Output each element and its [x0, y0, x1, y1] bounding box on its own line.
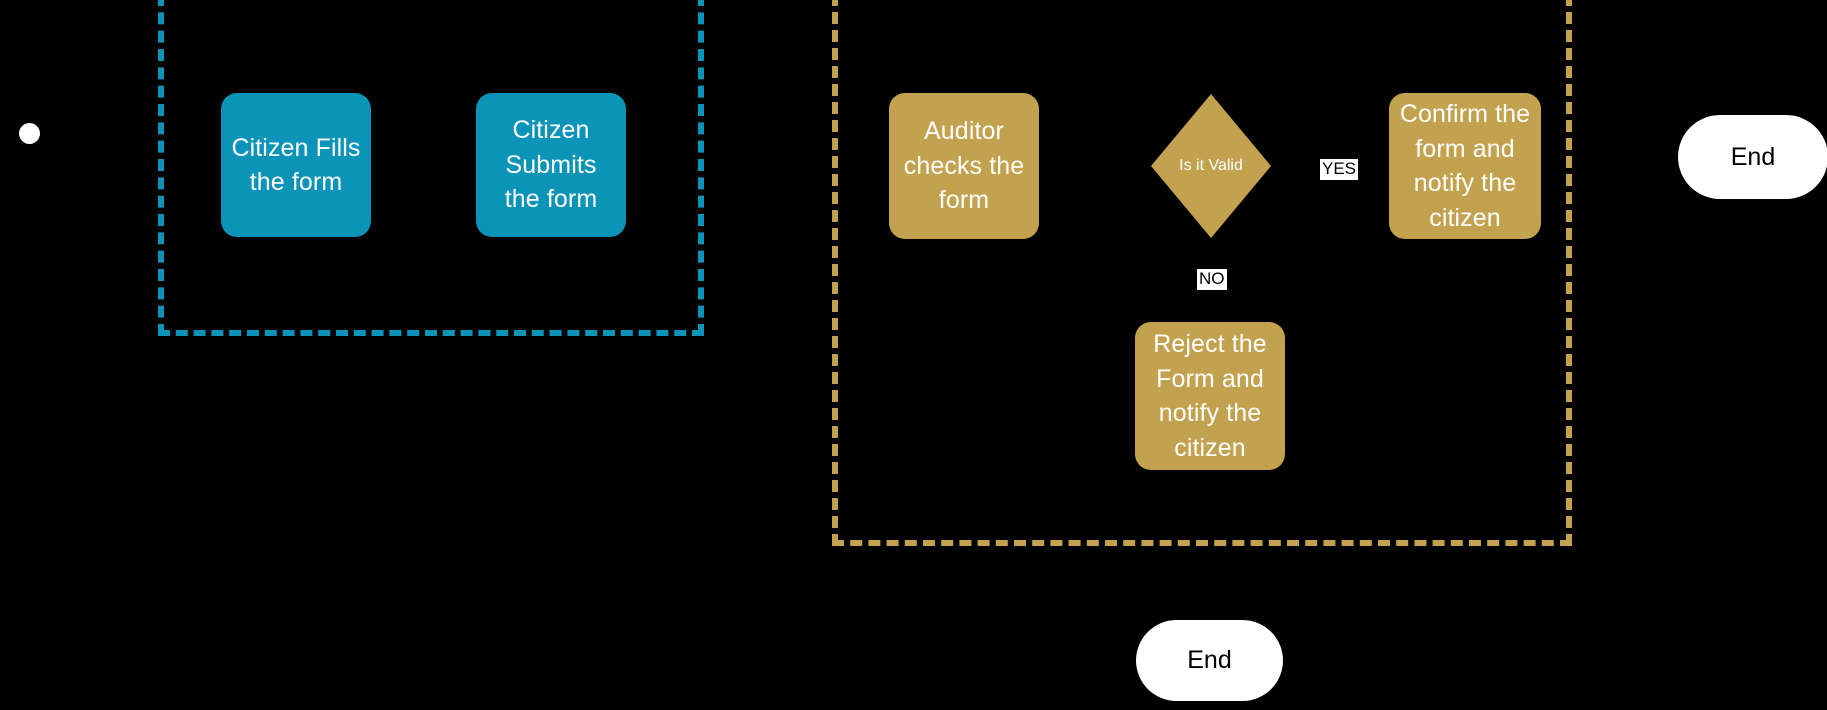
edge-label-no: NO [1197, 269, 1227, 290]
auditor-lane-container [832, 0, 1572, 546]
decision-is-it-valid[interactable]: Is it Valid [1151, 94, 1271, 238]
node-citizen-fills-the-form[interactable]: Citizen Fills the form [221, 93, 371, 237]
citizen-lane-container [158, 0, 704, 336]
node-auditor-checks-the-form[interactable]: Auditor checks the form [889, 93, 1039, 239]
edge-label-yes: YES [1320, 159, 1359, 180]
end-node-right[interactable]: End [1678, 115, 1827, 199]
node-citizen-submits-the-form[interactable]: Citizen Submits the form [476, 93, 626, 237]
decision-label: Is it Valid [1179, 157, 1243, 174]
end-node-bottom[interactable]: End [1136, 620, 1283, 701]
node-reject-form-and-notify-citizen[interactable]: Reject the Form and notify the citizen [1135, 322, 1285, 470]
node-confirm-form-and-notify-citizen[interactable]: Confirm the form and notify the citizen [1389, 93, 1541, 239]
start-node[interactable] [19, 123, 40, 144]
